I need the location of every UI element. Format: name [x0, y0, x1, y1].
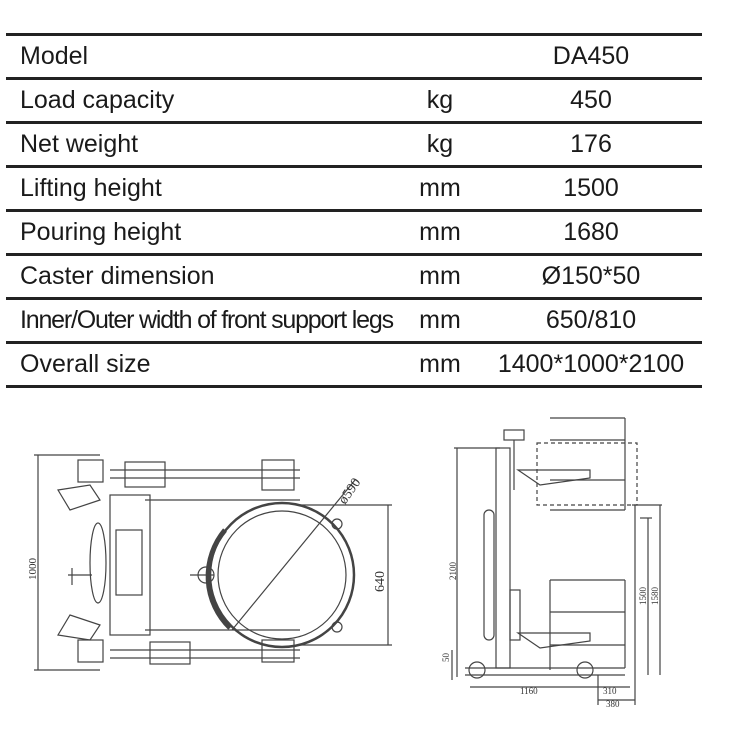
- dim-lift-label: 1500: [638, 587, 648, 606]
- row-value: DA450: [480, 33, 702, 79]
- dim-height-label: 2100: [448, 562, 458, 581]
- row-unit: mm: [400, 253, 480, 299]
- row-unit: kg: [400, 77, 480, 123]
- row-label: Inner/Outer width of front support legs: [6, 297, 400, 343]
- table-row: Model DA450: [6, 33, 702, 79]
- dim-length-label: 1160: [520, 686, 538, 696]
- side-view-drawing: 2100 50 1500 1580 1160 310 380: [441, 417, 662, 709]
- row-value: 1680: [480, 209, 702, 255]
- dim-diameter-label: ø590: [336, 476, 364, 508]
- dim-front1-label: 310: [603, 686, 617, 696]
- row-unit: [400, 33, 480, 79]
- row-value: 1400*1000*2100: [480, 341, 702, 388]
- row-unit: mm: [400, 297, 480, 343]
- dim-ground-label: 50: [441, 653, 451, 663]
- row-label: Model: [6, 33, 400, 79]
- row-label: Pouring height: [6, 209, 400, 255]
- row-value: 650/810: [480, 297, 702, 343]
- row-value: 1500: [480, 165, 702, 211]
- row-label: Overall size: [6, 341, 400, 388]
- row-label: Load capacity: [6, 77, 400, 123]
- dim-front2-label: 380: [606, 699, 620, 709]
- dim-width-label: 1000: [27, 558, 39, 581]
- dim-depth-label: 640: [373, 571, 388, 592]
- row-unit: mm: [400, 165, 480, 211]
- row-label: Net weight: [6, 121, 400, 167]
- row-unit: kg: [400, 121, 480, 167]
- row-value: 450: [480, 77, 702, 123]
- row-label: Caster dimension: [6, 253, 400, 299]
- top-view-drawing: 1000 ø590 640: [27, 454, 392, 671]
- dim-pour-label: 1580: [650, 587, 660, 606]
- row-value: Ø150*50: [480, 253, 702, 299]
- row-unit: mm: [400, 209, 480, 255]
- row-value: 176: [480, 121, 702, 167]
- row-unit: mm: [400, 341, 480, 388]
- row-label: Lifting height: [6, 165, 400, 211]
